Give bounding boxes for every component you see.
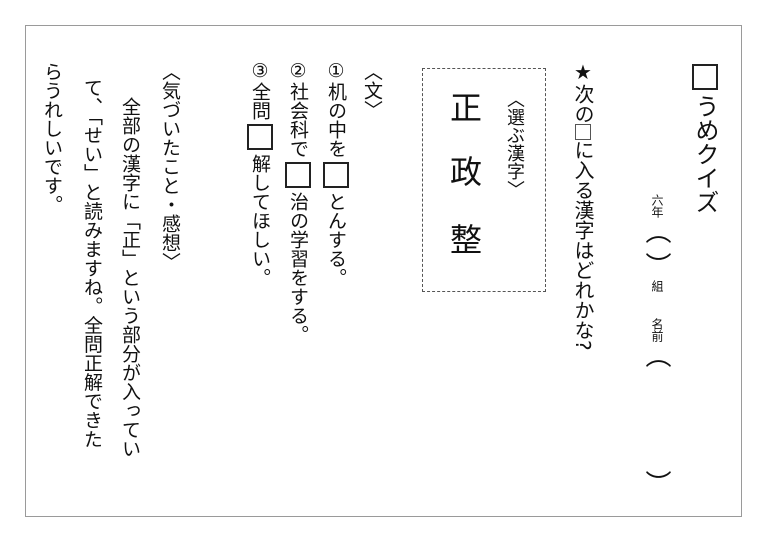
name-close-paren: ︶ (641, 470, 671, 496)
sentences-label: 〈文〉 (361, 62, 383, 119)
answer-box (247, 124, 273, 150)
reflection-line: らうれしいです。 (41, 62, 63, 214)
sentence-3: ③全問解してほしい。 (247, 60, 273, 287)
choice-kanji: 整 (450, 221, 483, 259)
sentence-text: 社会科で (287, 82, 309, 158)
name-open-paren: ︵ (641, 342, 671, 368)
item-number: ③ (249, 60, 271, 82)
title-text: うめクイズ (691, 94, 719, 214)
sentence-text: 机の中を (325, 82, 347, 158)
answer-box (285, 162, 311, 188)
choice-kanji: 正 (450, 89, 483, 127)
sentence-2: ②社会科で治の学習をする。 (285, 60, 311, 344)
quiz-title: うめクイズ (691, 64, 719, 214)
sentence-text: 治の学習をする。 (287, 192, 309, 344)
star-icon: ★ (571, 60, 595, 84)
sentence-1: ①机の中をとんする。 (323, 60, 349, 287)
question-text-1: 次の (571, 84, 595, 124)
item-number: ② (287, 60, 309, 82)
worksheet-border (25, 25, 742, 517)
sentence-text: 解してほしい。 (249, 154, 271, 287)
class-open-paren: ︵ (641, 218, 671, 244)
question-text-2: に入る漢字はどれかな? (571, 140, 595, 351)
class-close-paren: ︶ (641, 252, 671, 278)
kanji-choices-box (422, 68, 546, 292)
sentence-text: とんする。 (325, 192, 347, 287)
class-label: 組 (650, 280, 664, 292)
item-number: ① (325, 60, 347, 82)
choice-kanji: 政 (450, 153, 483, 191)
reflection-line: て、「せい」と読みますね。全問正解できた (81, 78, 103, 449)
question: ★次のに入る漢字はどれかな? (571, 60, 595, 351)
answer-box (323, 162, 349, 188)
name-label: 名前 (650, 318, 664, 342)
choices-label: 〈選ぶ漢字〉 (504, 90, 525, 198)
reflection-line: 全部の漢字に「正」という部分が入ってい (119, 78, 141, 458)
question-blank-box (575, 124, 591, 140)
grade-label: 六年 (650, 194, 664, 218)
reflection-label: 〈気づいたこと・感想〉 (159, 62, 181, 271)
sentence-text: 全問 (249, 82, 271, 120)
title-blank-box (692, 64, 718, 90)
